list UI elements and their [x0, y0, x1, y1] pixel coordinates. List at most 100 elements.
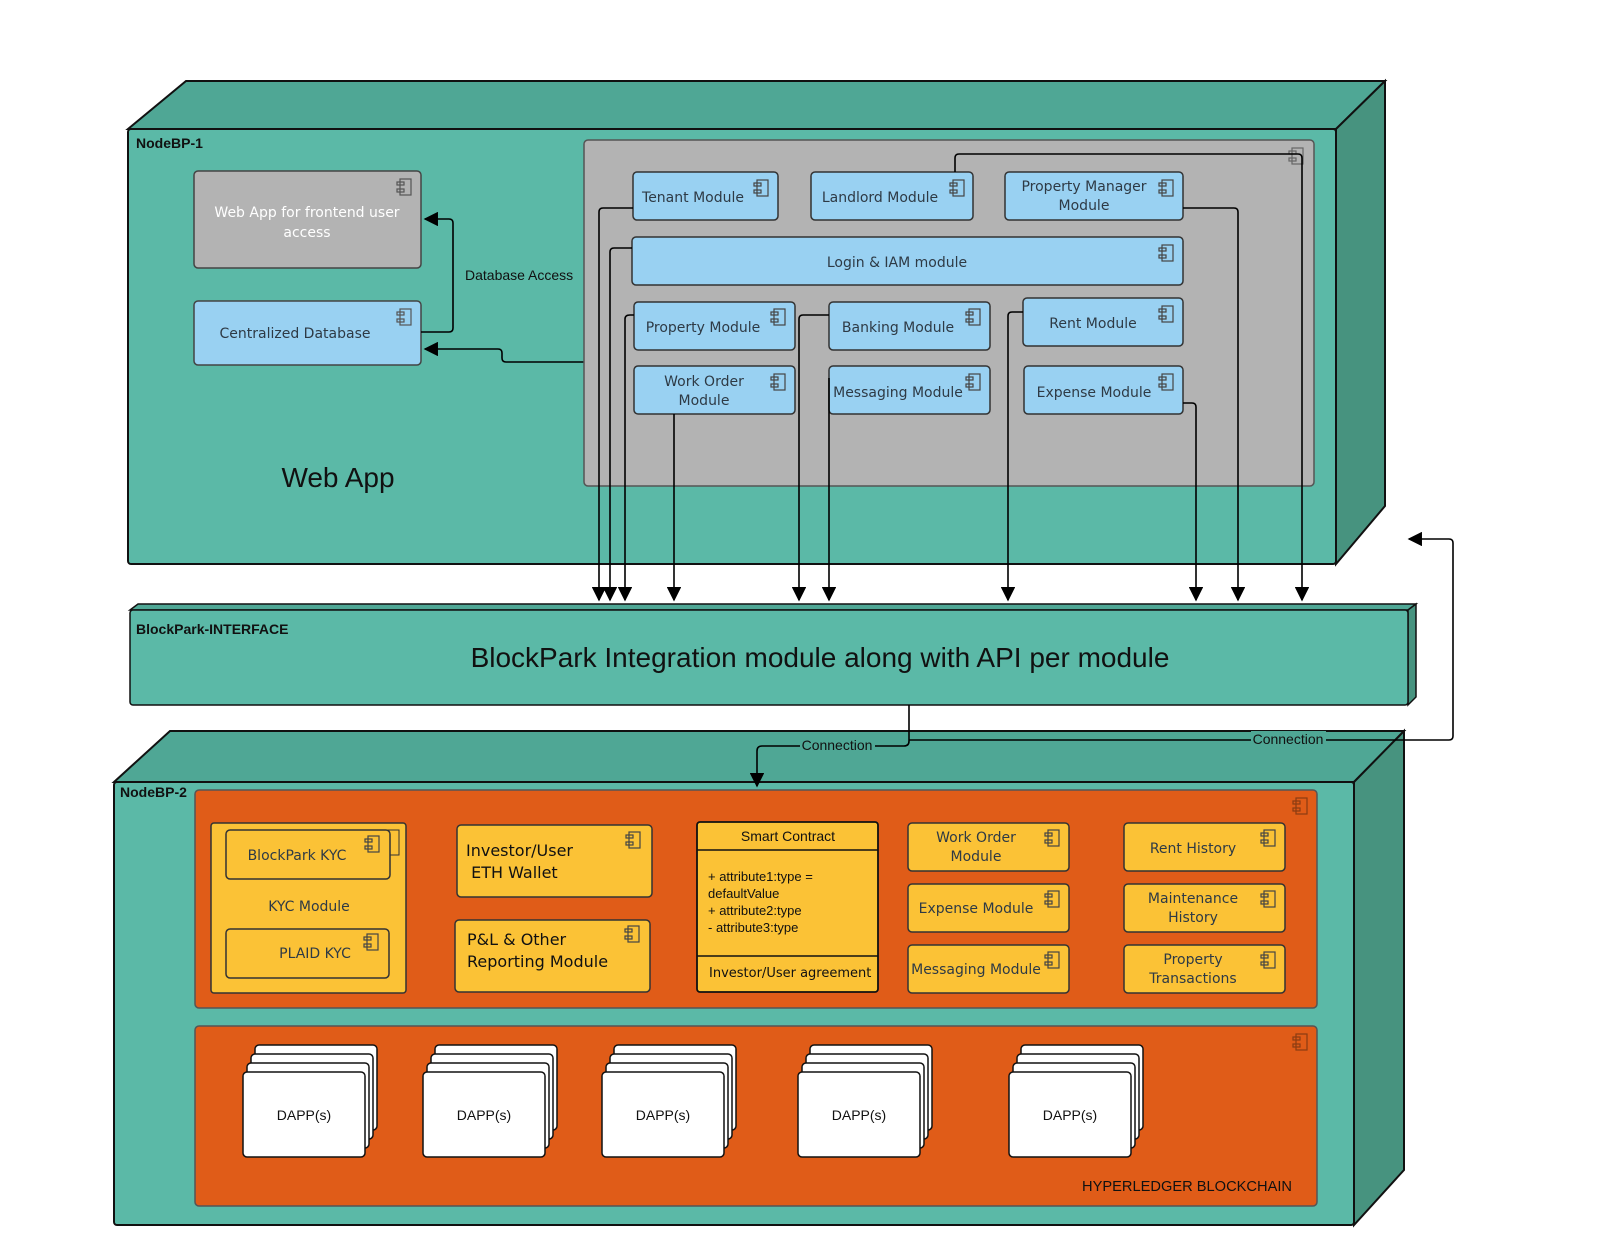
tenant-module[interactable]: Tenant Module: [632, 171, 779, 221]
landlord-module[interactable]: Landlord Module: [810, 171, 974, 221]
node-bp1: NodeBP-1 Web App Web App for frontend us…: [125, 78, 1388, 567]
module-interface-edges: [591, 153, 1310, 602]
svg-text:Module: Module: [951, 849, 1002, 865]
edge-property: [617, 314, 634, 602]
login-iam-module[interactable]: Login & IAM module: [631, 236, 1184, 286]
dapp-stack[interactable]: DAPP(s): [242, 1044, 378, 1158]
dapp-stack[interactable]: DAPP(s): [601, 1044, 737, 1158]
kyc-module[interactable]: KYC Module BlockPark KYC PLAID KYC: [210, 822, 407, 994]
database-access-label: Database Access: [465, 267, 573, 283]
maintenance-history-module[interactable]: Maintenance History: [1123, 883, 1286, 933]
blockpark-kyc[interactable]: BlockPark KYC: [225, 829, 391, 880]
svg-text:Messaging Module: Messaging Module: [833, 385, 963, 401]
svg-text:Expense Module: Expense Module: [919, 901, 1034, 917]
connection-label-right: Connection: [1253, 731, 1324, 747]
bc-expense-module[interactable]: Expense Module: [907, 883, 1070, 933]
node-bp2: NodeBP-2 KYC Module BlockPark KYC PLAID …: [111, 728, 1407, 1228]
svg-text:Landlord Module: Landlord Module: [822, 190, 938, 206]
blockchain-label: HYPERLEDGER BLOCKCHAIN: [1082, 1178, 1292, 1195]
svg-text:Module: Module: [1059, 198, 1110, 214]
dapp-label: DAPP(s): [636, 1107, 690, 1123]
svg-text:+ attribute2:type: + attribute2:type: [708, 903, 802, 918]
connection-edge-up: [909, 531, 1454, 741]
svg-text:Module: Module: [679, 393, 730, 409]
web-app-title: Web App: [281, 462, 394, 493]
dapp-card: [242, 1071, 366, 1158]
node-bp2-side: [1353, 728, 1405, 1228]
dapp-card: [797, 1071, 921, 1158]
svg-text:P&L & Other: P&L & Other: [467, 930, 567, 949]
property-transactions-module[interactable]: Property Transactions: [1123, 944, 1286, 994]
dapp-label: DAPP(s): [277, 1107, 331, 1123]
svg-text:Rent Module: Rent Module: [1049, 316, 1136, 332]
connection-edges: Connection Connection: [749, 531, 1454, 788]
dapp-label: DAPP(s): [1043, 1107, 1097, 1123]
interface-title: BlockPark Integration module along with …: [471, 642, 1170, 673]
svg-text:Reporting Module: Reporting Module: [467, 952, 608, 971]
banking-module[interactable]: Banking Module: [828, 301, 991, 351]
dapp-label: DAPP(s): [832, 1107, 886, 1123]
svg-text:Investor/User: Investor/User: [466, 841, 573, 860]
svg-text:Property Module: Property Module: [646, 320, 761, 336]
work-order-module[interactable]: Work Order Module: [633, 365, 796, 415]
dapp-stacks: DAPP(s) DAPP(s) DAPP(s) DAPP(s) DAPP(s): [242, 1044, 1144, 1158]
dapp-stack[interactable]: DAPP(s): [797, 1044, 933, 1158]
edge-rent: [1000, 311, 1023, 602]
dapp-label: DAPP(s): [457, 1107, 511, 1123]
node-bp1-label: NodeBP-1: [136, 135, 203, 151]
svg-text:ETH Wallet: ETH Wallet: [466, 863, 558, 882]
node-bp1-side: [1335, 78, 1386, 567]
property-module[interactable]: Property Module: [633, 301, 796, 351]
svg-text:Messaging Module: Messaging Module: [911, 962, 1041, 978]
expense-module[interactable]: Expense Module: [1023, 365, 1184, 415]
svg-text:Login & IAM module: Login & IAM module: [827, 255, 967, 271]
svg-text:Expense Module: Expense Module: [1037, 385, 1152, 401]
centralized-database-box[interactable]: Centralized Database: [193, 300, 422, 366]
svg-text:KYC Module: KYC Module: [268, 899, 350, 915]
smart-contract-class[interactable]: Smart Contract + attribute1:type = defau…: [696, 821, 879, 993]
dapp-card: [422, 1071, 546, 1158]
svg-text:Transactions: Transactions: [1148, 971, 1236, 987]
svg-text:Work Order: Work Order: [664, 374, 744, 390]
svg-text:Rent History: Rent History: [1150, 841, 1236, 857]
blockpark-interface: BlockPark-INTERFACE BlockPark Integratio…: [127, 602, 1419, 707]
edge-landlord: [954, 153, 1310, 602]
rent-module[interactable]: Rent Module: [1022, 297, 1184, 347]
interface-label: BlockPark-INTERFACE: [136, 621, 288, 637]
edge-tenant: [591, 207, 633, 602]
edge-banking: [791, 314, 829, 602]
bc-messaging-module[interactable]: Messaging Module: [907, 944, 1070, 994]
svg-text:Work Order: Work Order: [936, 830, 1016, 846]
dapp-card: [1008, 1071, 1132, 1158]
svg-text:access: access: [283, 225, 330, 241]
svg-text:Web App for frontend user: Web App for frontend user: [214, 205, 399, 221]
svg-text:defaultValue: defaultValue: [708, 886, 779, 901]
database-access-edge: [421, 211, 454, 333]
panel-to-database-edge: [423, 341, 584, 363]
svg-text:- attribute3:type: - attribute3:type: [708, 920, 798, 935]
svg-text:Centralized Database: Centralized Database: [220, 326, 371, 342]
rent-history-module[interactable]: Rent History: [1123, 822, 1286, 872]
node-bp1-top: [125, 80, 1388, 130]
dapp-stack[interactable]: DAPP(s): [422, 1044, 558, 1158]
svg-text:Property Manager: Property Manager: [1021, 179, 1146, 195]
property-manager-module[interactable]: Property Manager Module: [1004, 171, 1184, 221]
dapp-stack[interactable]: DAPP(s): [1008, 1044, 1144, 1158]
reporting-module[interactable]: P&L & Other Reporting Module: [454, 919, 651, 993]
edge-login: [602, 247, 632, 602]
svg-text:Property: Property: [1163, 952, 1222, 968]
smart-contract-title: Smart Contract: [741, 828, 835, 844]
svg-text:BlockPark KYC: BlockPark KYC: [248, 848, 347, 864]
svg-text:PLAID KYC: PLAID KYC: [279, 946, 351, 962]
svg-text:History: History: [1168, 910, 1218, 926]
node-bp2-top: [111, 730, 1407, 783]
plaid-kyc[interactable]: PLAID KYC: [225, 928, 390, 979]
svg-text:Tenant Module: Tenant Module: [641, 190, 744, 206]
bc-work-order-module[interactable]: Work Order Module: [907, 822, 1070, 872]
messaging-module[interactable]: Messaging Module: [828, 365, 991, 415]
edge-property-manager: [1183, 207, 1246, 602]
web-app-frontend-box[interactable]: Web App for frontend user access: [193, 170, 422, 269]
svg-text:Banking Module: Banking Module: [842, 320, 954, 336]
eth-wallet-module[interactable]: Investor/User ETH Wallet: [456, 824, 653, 898]
